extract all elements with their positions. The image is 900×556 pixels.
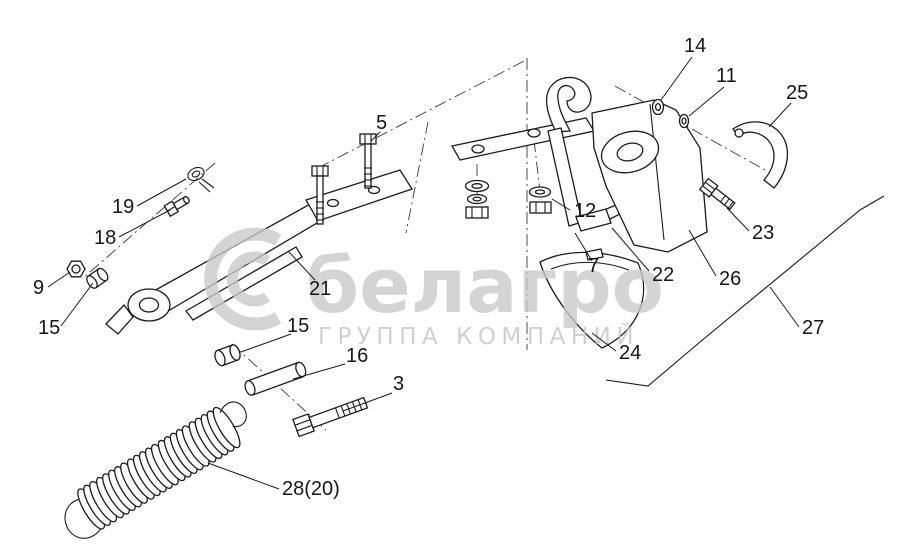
callout-label-9: 9 [33, 277, 44, 299]
callout-label-28-20: 28(20) [282, 478, 340, 500]
watermark: белагро ГРУППА КОМПАНИЙ [204, 227, 664, 350]
spacer-pin [244, 361, 307, 396]
handle-lever [732, 121, 789, 189]
callout-label-19: 19 [112, 196, 134, 218]
callout-label-27: 27 [802, 317, 824, 339]
callout-label-15-center: 15 [287, 315, 309, 337]
callout-label-15-left: 15 [38, 317, 60, 339]
washer-14 [651, 98, 665, 116]
callout-labels: 14 11 25 5 19 18 9 15 21 15 16 3 12 7 22… [33, 35, 824, 500]
small-bolt-23 [698, 177, 736, 211]
callout-label-12: 12 [574, 200, 596, 222]
callout-label-16: 16 [346, 345, 368, 367]
grease-fitting [163, 196, 190, 218]
callout-label-5: 5 [376, 112, 387, 134]
washer-11 [678, 113, 690, 129]
mounting-plate [450, 117, 596, 161]
spring-hook [545, 76, 592, 133]
hex-bolt-3 [292, 396, 369, 438]
frame-edge [605, 195, 885, 387]
callout-label-26: 26 [719, 268, 741, 290]
watermark-logo-icon [204, 227, 282, 331]
washer-nut-12 [528, 186, 552, 214]
callout-label-25: 25 [786, 82, 808, 104]
callout-label-21: 21 [309, 278, 331, 300]
tension-spring [64, 401, 247, 539]
retaining-clip [187, 166, 215, 193]
plate-bolts [311, 133, 377, 225]
callout-label-18: 18 [94, 227, 116, 249]
callout-label-23: 23 [752, 222, 774, 244]
bushing-left [86, 267, 109, 289]
main-bracket [591, 99, 708, 253]
watermark-brand: белагро [306, 241, 664, 330]
watermark-logo-inner-icon [226, 251, 271, 307]
bushing-center [214, 344, 241, 367]
hex-nut-9 [66, 260, 86, 278]
watermark-subtitle: ГРУППА КОМПАНИЙ [318, 322, 639, 350]
callout-label-14: 14 [684, 35, 706, 57]
washer-nut-stack-left [464, 179, 490, 219]
callout-label-3: 3 [393, 373, 404, 395]
callout-leader-lines [47, 56, 800, 490]
callout-label-11: 11 [716, 65, 737, 87]
curved-blade [539, 248, 645, 349]
callout-label-24: 24 [619, 342, 641, 364]
callout-label-7: 7 [588, 255, 599, 277]
callout-label-22: 22 [652, 264, 674, 286]
